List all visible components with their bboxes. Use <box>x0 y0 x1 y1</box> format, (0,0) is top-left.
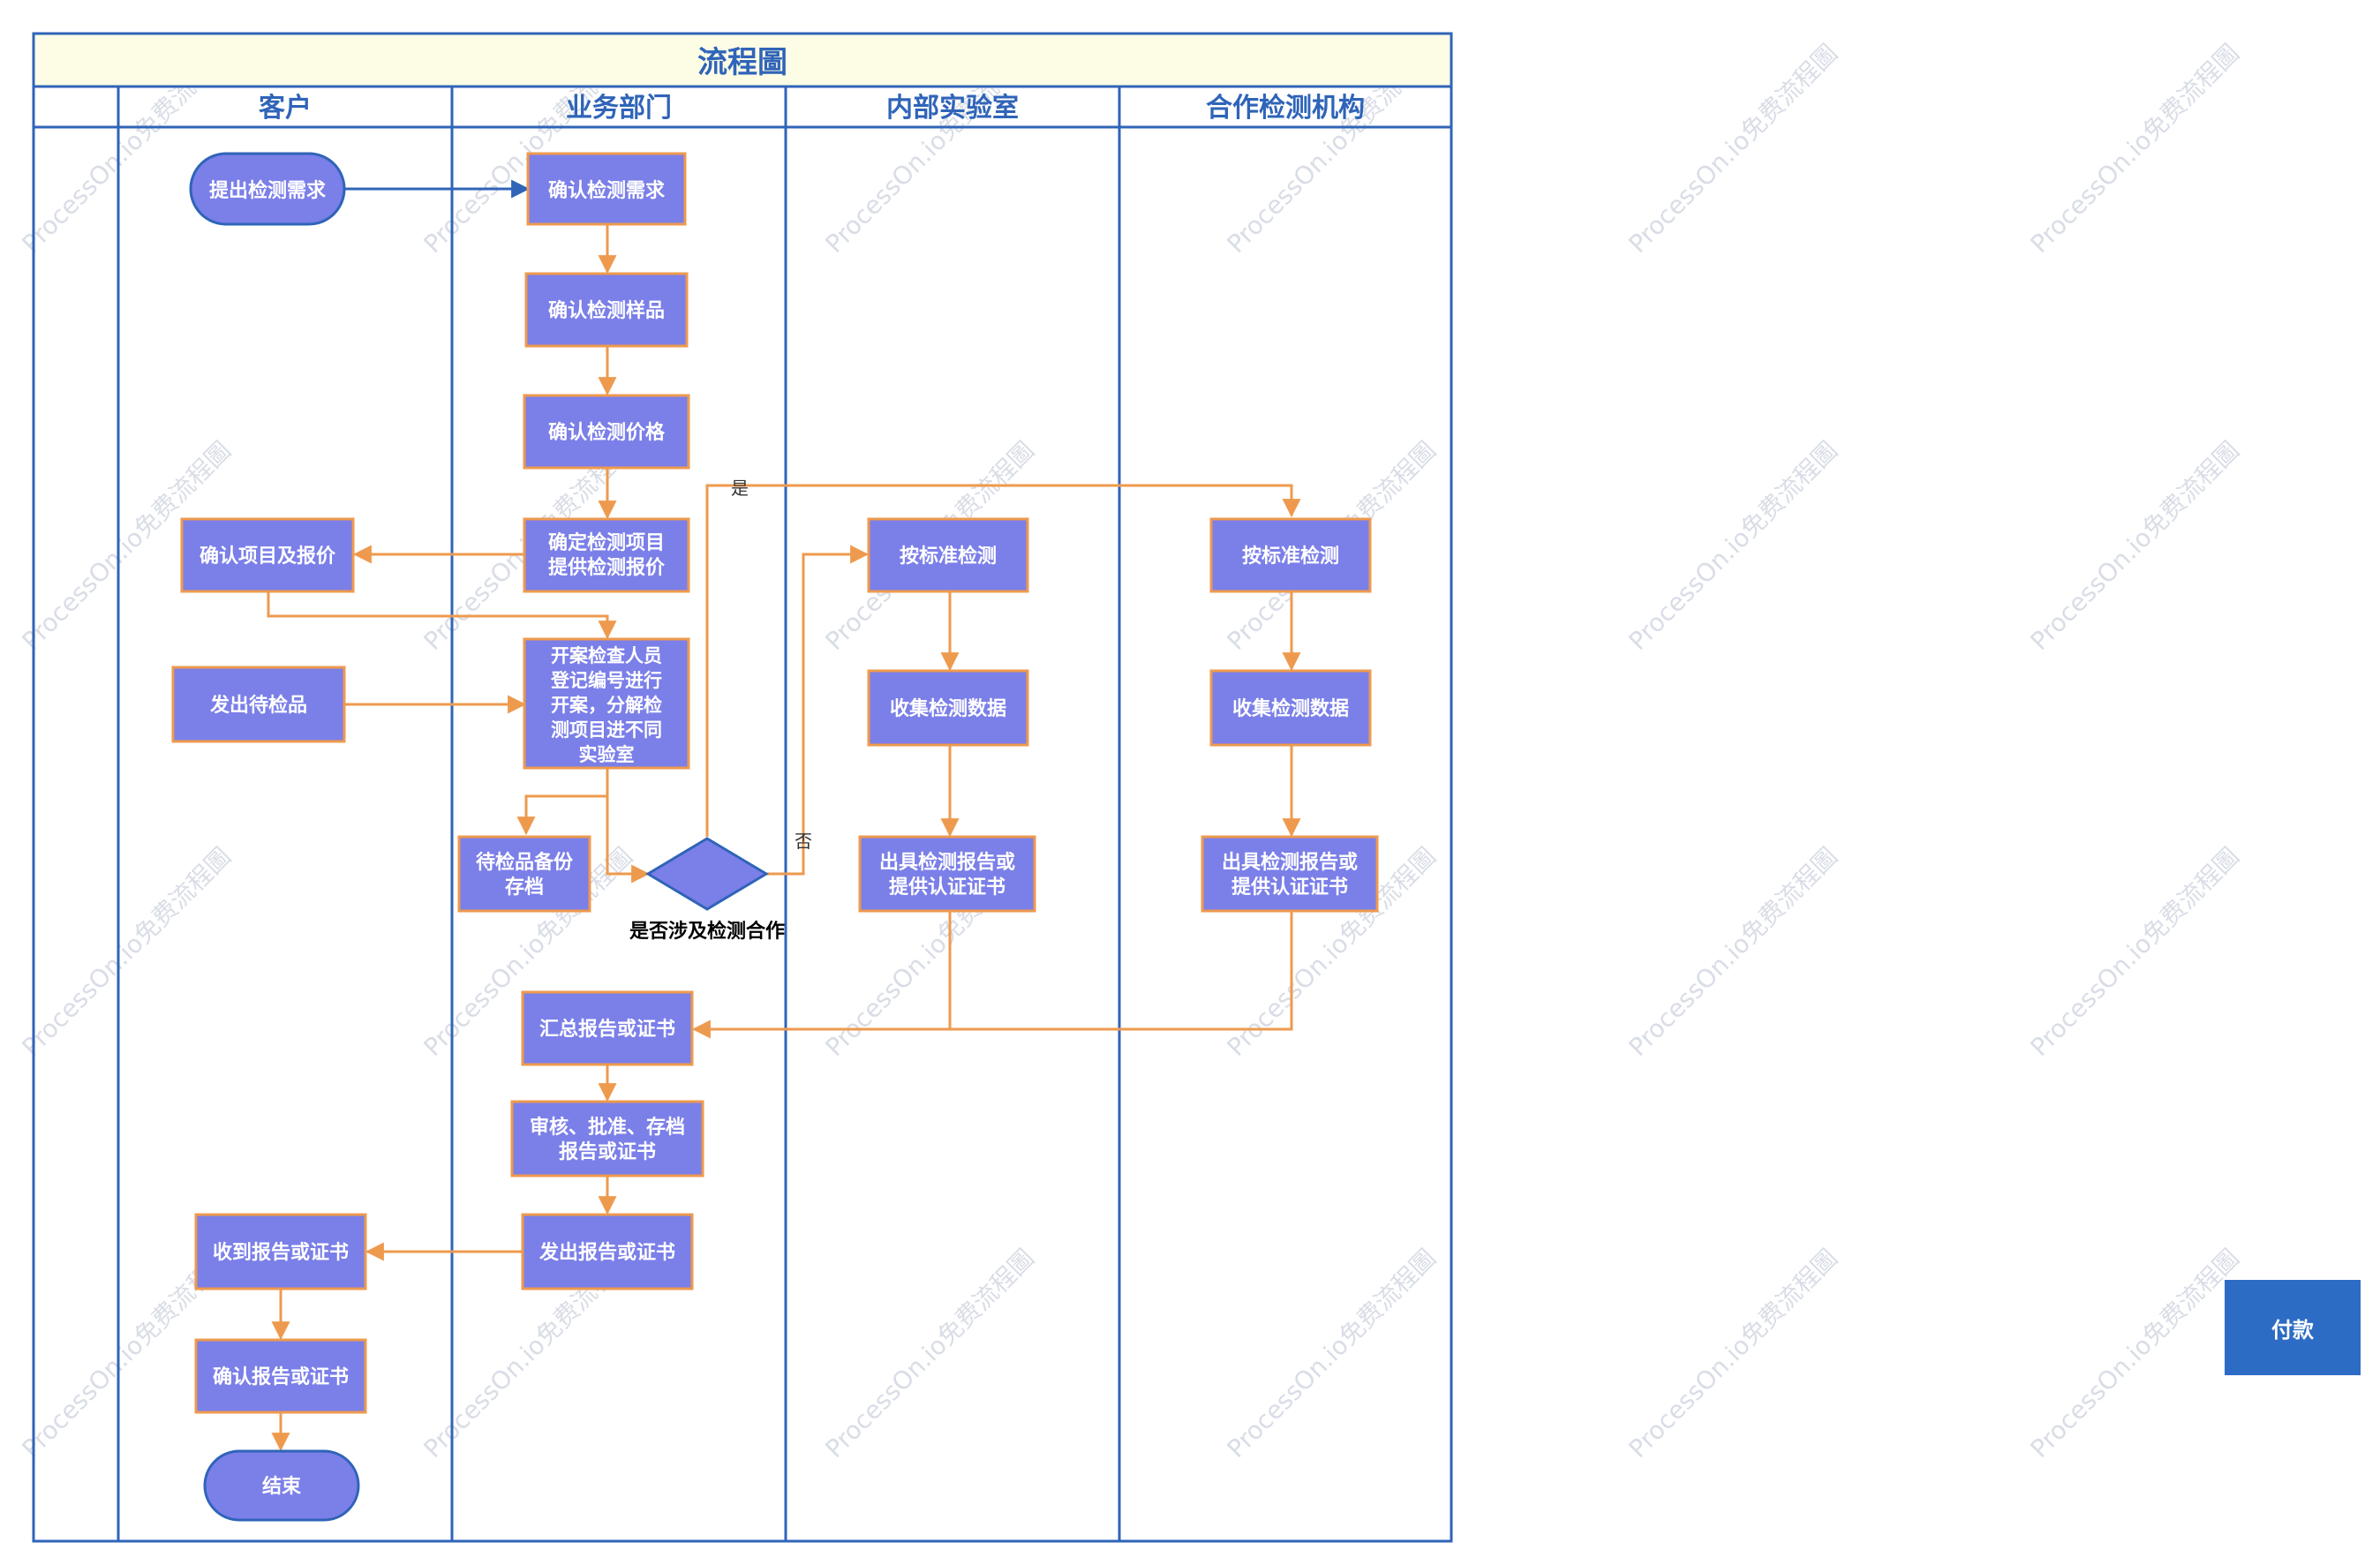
svg-text:提供检测报价: 提供检测报价 <box>548 556 666 579</box>
flowchart-title: 流程圖 <box>697 45 787 80</box>
node-summarize: 汇总报告或证书 <box>521 990 694 1066</box>
edge-client-quote-to-open-case <box>267 591 617 640</box>
node-open-case: 开案检查人员 登记编号进行 开案，分解检 测项目进不同 实验室 <box>523 637 690 770</box>
svg-text:开案检查人员: 开案检查人员 <box>551 645 662 666</box>
lane-header-partner: 合作检测机构 <box>1206 93 1365 124</box>
svg-text:待检品备份: 待检品备份 <box>476 851 574 874</box>
svg-text:确定检测项目: 确定检测项目 <box>548 531 665 554</box>
svg-text:报告或证书: 报告或证书 <box>559 1140 656 1163</box>
node-client-send-sample: 发出待检品 <box>171 666 346 743</box>
watermark-text: ProcessOn.io免费流程圖 <box>2025 436 2245 656</box>
svg-text:是否涉及检测合作: 是否涉及检测合作 <box>629 920 785 943</box>
edge-partner-report-to-summarize <box>950 911 1293 1031</box>
watermark-text: ProcessOn.io免费流程圖 <box>17 842 237 1062</box>
node-partner-collect: 收集检测数据 <box>1209 669 1372 747</box>
svg-text:发出待检品: 发出待检品 <box>209 694 307 717</box>
svg-text:汇总报告或证书: 汇总报告或证书 <box>539 1018 675 1041</box>
svg-text:实验室: 实验室 <box>579 744 635 765</box>
nodes: 提出检测需求 确认检测需求 确认检测样品 确认检测价格 确定检测项目 提供检测报… <box>171 152 1379 1522</box>
watermark-text: ProcessOn.io免费流程圖 <box>1222 1244 1442 1463</box>
node-confirm-sample: 确认检测样品 <box>524 272 689 348</box>
watermark-text: ProcessOn.io免费流程圖 <box>1623 436 1843 656</box>
svg-text:发出报告或证书: 发出报告或证书 <box>539 1241 675 1264</box>
lane-header-client: 客户 <box>259 93 312 124</box>
svg-text:收集检测数据: 收集检测数据 <box>890 697 1006 720</box>
node-partner-test: 按标准检测 <box>1209 517 1372 593</box>
node-lab-collect: 收集检测数据 <box>867 669 1029 747</box>
svg-text:确认检测价格: 确认检测价格 <box>548 421 666 444</box>
node-issue: 发出报告或证书 <box>521 1213 694 1290</box>
svg-text:结束: 结束 <box>262 1475 302 1498</box>
svg-text:提供认证证书: 提供认证证书 <box>1231 876 1348 899</box>
node-confirm-price: 确认检测价格 <box>523 394 690 470</box>
edge-label-yes: 是 <box>731 478 749 499</box>
svg-text:按标准检测: 按标准检测 <box>900 545 997 568</box>
edge-decision-no-to-lab <box>766 545 870 876</box>
svg-text:收集检测数据: 收集检测数据 <box>1232 697 1349 720</box>
pay-button[interactable]: 付款 <box>2225 1280 2361 1375</box>
node-lab-test: 按标准检测 <box>867 517 1029 593</box>
watermark-text: ProcessOn.io免费流程圖 <box>820 1244 1040 1463</box>
svg-text:按标准检测: 按标准检测 <box>1242 545 1339 568</box>
svg-text:收到报告或证书: 收到报告或证书 <box>213 1241 349 1264</box>
watermark-text: ProcessOn.io免费流程圖 <box>1623 1244 1843 1463</box>
watermark-text: ProcessOn.io免费流程圖 <box>1623 842 1843 1062</box>
watermark-text: ProcessOn.io免费流程圖 <box>1623 39 1843 259</box>
svg-text:审核、批准、存档: 审核、批准、存档 <box>530 1116 685 1139</box>
lane-header-internal-lab: 内部实验室 <box>886 93 1019 124</box>
swimlane-frame <box>32 32 1453 1543</box>
node-client-confirm-quote: 确认项目及报价 <box>180 517 355 593</box>
node-sample-backup: 待检品备份 存档 <box>457 835 591 913</box>
lane-header-business: 业务部门 <box>566 93 672 124</box>
node-client-receive: 收到报告或证书 <box>194 1213 367 1290</box>
node-partner-report: 出具检测报告或 提供认证证书 <box>1201 835 1379 913</box>
watermark-text: ProcessOn.io免费流程圖 <box>2025 1244 2245 1463</box>
svg-text:确认检测需求: 确认检测需求 <box>548 179 665 202</box>
watermark-text: ProcessOn.io免费流程圖 <box>2025 842 2245 1062</box>
node-review: 审核、批准、存档 报告或证书 <box>510 1100 704 1178</box>
edge-label-no: 否 <box>795 831 812 852</box>
svg-text:出具检测报告或: 出具检测报告或 <box>1222 851 1358 874</box>
node-end: 结束 <box>203 1449 360 1522</box>
svg-text:登记编号进行: 登记编号进行 <box>550 670 662 691</box>
node-confirm-request: 确认检测需求 <box>526 152 687 226</box>
svg-text:提供认证证书: 提供认证证书 <box>889 876 1005 899</box>
svg-text:出具检测报告或: 出具检测报告或 <box>879 851 1015 874</box>
node-define-items: 确定检测项目 提供检测报价 <box>523 517 690 593</box>
svg-text:存档: 存档 <box>505 876 544 899</box>
edges <box>267 179 1301 1452</box>
node-lab-report: 出具检测报告或 提供认证证书 <box>858 835 1036 913</box>
svg-text:开案，分解检: 开案，分解检 <box>551 695 662 716</box>
watermark-text: ProcessOn.io免费流程圖 <box>2025 39 2245 259</box>
svg-text:确认项目及报价: 确认项目及报价 <box>200 545 336 568</box>
edge-decision-yes-to-partner <box>705 484 1301 837</box>
edge-open-case-to-backup <box>516 768 609 836</box>
svg-text:确认检测样品: 确认检测样品 <box>548 299 665 322</box>
svg-text:测项目进不同: 测项目进不同 <box>551 719 662 741</box>
edge-open-case-to-decision <box>606 768 651 884</box>
node-decision: 是否涉及检测合作 <box>629 837 785 943</box>
svg-text:确认报告或证书: 确认报告或证书 <box>213 1366 349 1388</box>
svg-text:提出检测需求: 提出检测需求 <box>209 179 326 202</box>
node-client-request: 提出检测需求 <box>189 152 346 226</box>
node-client-confirm-report: 确认报告或证书 <box>194 1338 367 1414</box>
